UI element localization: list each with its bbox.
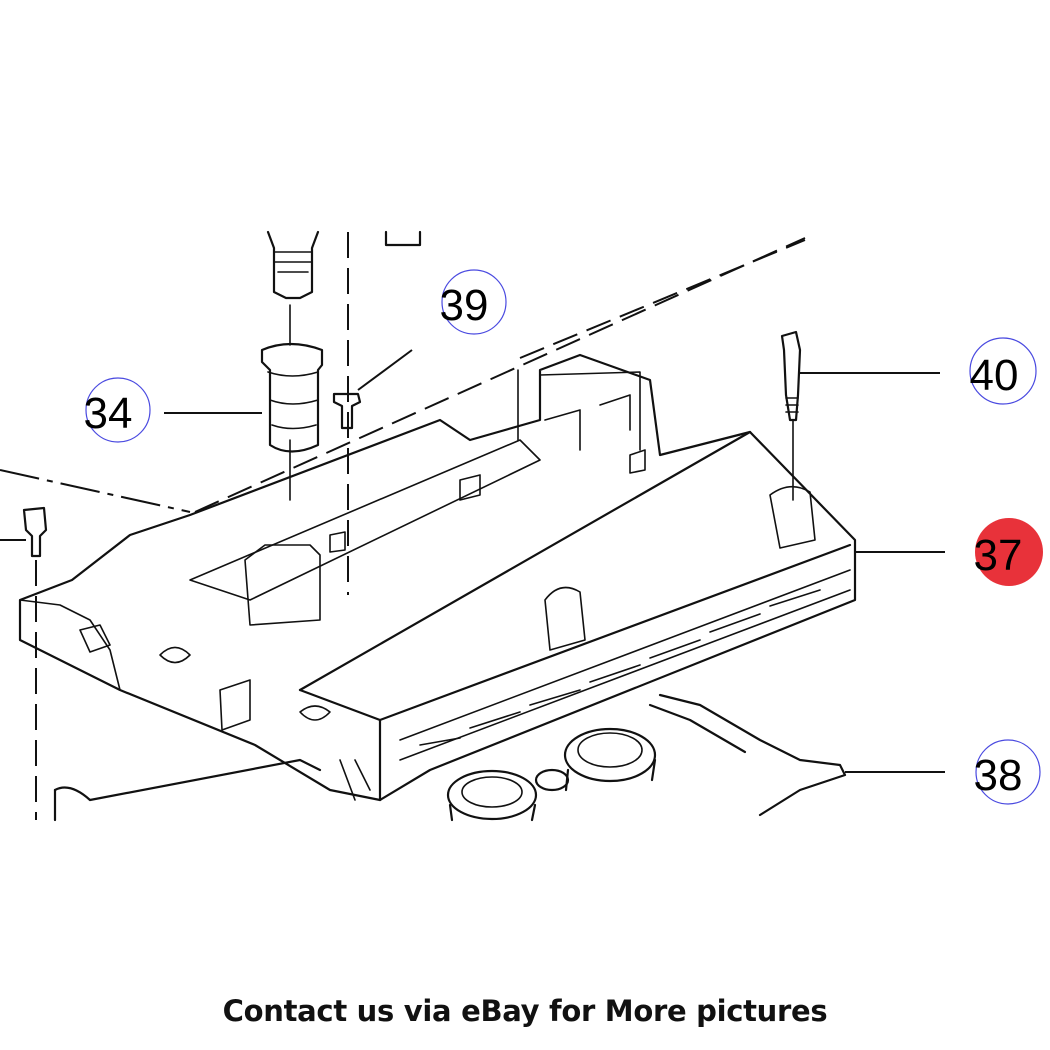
callout-40-label: 40 (970, 351, 1019, 400)
footer-contact-text: Contact us via eBay for More pictures (222, 994, 828, 1028)
callout-37-label: 37 (974, 531, 1023, 580)
left-bolt (0, 506, 48, 558)
part-40-bolt (780, 330, 802, 422)
part-37-cover (18, 353, 857, 802)
callout-37: 37 (974, 518, 1043, 586)
callout-38-label: 38 (974, 751, 1023, 800)
callout-34: 34 (84, 377, 151, 443)
callout-39-label: 39 (440, 281, 489, 330)
construction-lines (0, 232, 806, 820)
callout-38: 38 (974, 739, 1041, 805)
callout-34-label: 34 (84, 389, 133, 438)
callout-39: 39 (440, 269, 507, 335)
part-34-plug-boot (260, 230, 324, 453)
callout-leaders (164, 372, 945, 773)
top-fittings (384, 230, 422, 247)
part-39-screw (332, 349, 413, 430)
part-38-gasket (53, 693, 847, 822)
callout-40: 40 (969, 337, 1037, 405)
